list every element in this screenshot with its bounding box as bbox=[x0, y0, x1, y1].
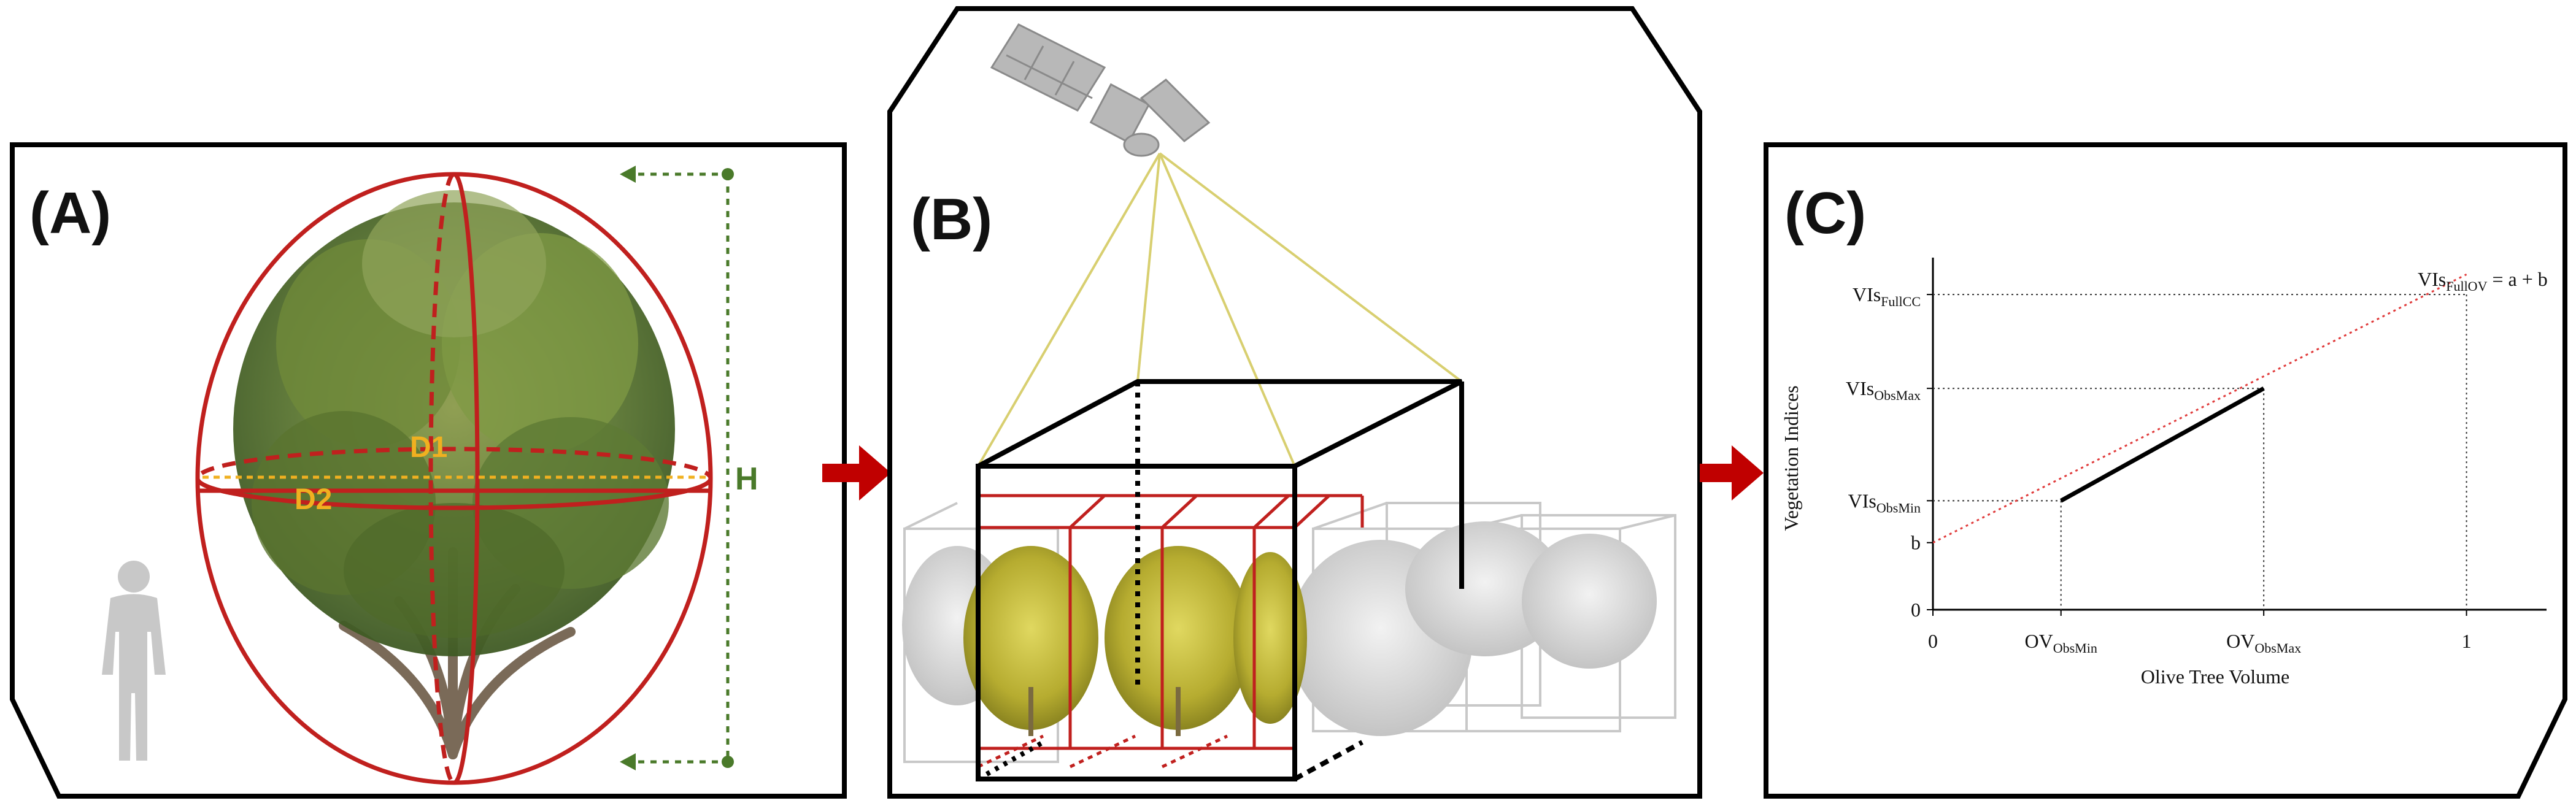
satellite-beams bbox=[977, 152, 1463, 467]
satellite-icon bbox=[990, 23, 1211, 157]
panel-a: (A) bbox=[10, 142, 847, 799]
observed-trees bbox=[963, 546, 1307, 736]
formula-annotation: VIsFullOV = a + b bbox=[2418, 268, 2548, 294]
panel-b: (B) bbox=[887, 6, 1702, 799]
crown-ellipsoid bbox=[195, 172, 713, 785]
pixel-cube bbox=[976, 379, 1464, 781]
x-tick-label-3: 1 bbox=[2462, 630, 2472, 652]
d1-label: D1 bbox=[410, 431, 447, 464]
red-cell-grid bbox=[976, 494, 1364, 769]
h-label: H bbox=[735, 461, 758, 497]
panel-a-label: (A) bbox=[29, 180, 111, 246]
d2-label: D2 bbox=[295, 483, 332, 516]
y-tick-label-3: VIsObsMax bbox=[1846, 377, 1921, 403]
y-tick-label-4: VIsFullCC bbox=[1853, 283, 1921, 309]
flow-arrow-b-to-c bbox=[1700, 445, 1764, 501]
y-tick-label-1: b bbox=[1911, 532, 1921, 554]
flow-arrow-a-to-b bbox=[822, 445, 891, 501]
series-line-observed bbox=[2059, 386, 2265, 503]
x-axis-title: Olive Tree Volume bbox=[2141, 666, 2289, 688]
y-tick-label-2: VIsObsMin bbox=[1848, 489, 1921, 515]
x-tick-label-0: 0 bbox=[1928, 630, 1938, 652]
y-tick-label-0: 0 bbox=[1911, 599, 1921, 621]
height-measure bbox=[620, 166, 734, 770]
panel-c-frame bbox=[1764, 142, 2567, 799]
person-silhouette-icon bbox=[102, 561, 166, 761]
ghost-trees bbox=[902, 521, 1657, 736]
panel-b-label: (B) bbox=[911, 186, 992, 252]
panel-c-label: (C) bbox=[1784, 180, 1866, 246]
x-tick-label-1: OVObsMin bbox=[2025, 630, 2097, 656]
y-axis-title: Vegetation Indices bbox=[1780, 385, 1802, 531]
series-line-extrapolated bbox=[1932, 273, 2467, 544]
x-tick-label-2: OVObsMax bbox=[2226, 630, 2301, 656]
